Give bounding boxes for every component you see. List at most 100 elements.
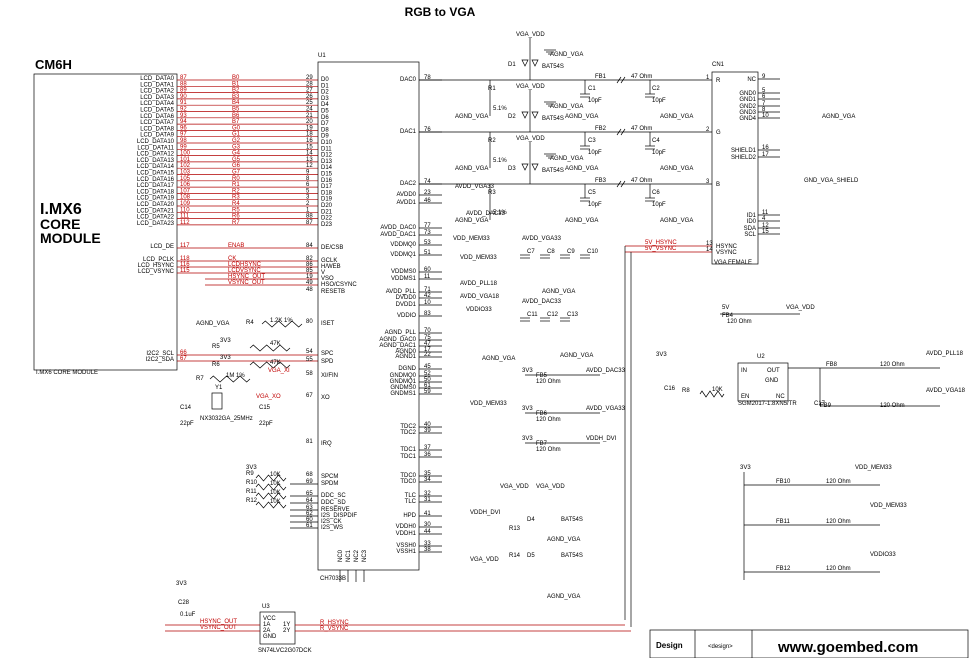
u1-pin-number: 26 bbox=[306, 94, 313, 100]
u1-pin-number: 27 bbox=[306, 88, 313, 94]
vga-ref: CN1 bbox=[712, 62, 725, 68]
u1-right-pin-label: DAC2 bbox=[400, 181, 417, 187]
diode-ref: D3 bbox=[508, 166, 516, 172]
u1-pin-label: D5 bbox=[321, 109, 329, 115]
r10k-ref: R11 bbox=[246, 489, 257, 495]
u1-pin-label: D6 bbox=[321, 115, 329, 121]
u1-pin-number: 58 bbox=[306, 371, 313, 377]
u1-right-pin-label: TDC1 bbox=[400, 447, 416, 453]
vga-left-pin-label: G bbox=[716, 130, 721, 136]
u1-right-pin-number: 70 bbox=[424, 328, 431, 334]
rail-label: 3V3 bbox=[220, 338, 231, 344]
u1-pin-number: 54 bbox=[306, 349, 313, 355]
u1-right-pin-number: 34 bbox=[424, 477, 431, 483]
u1-right-pin-label: TLC bbox=[405, 493, 417, 499]
diode-ref: D4 bbox=[527, 517, 535, 523]
rail-label: 3V3 bbox=[656, 352, 667, 358]
u1-pin-label: RESERVE bbox=[321, 507, 350, 513]
vga-right-pin-number: 5 bbox=[762, 88, 766, 94]
agnd-label: AGND_VGA bbox=[455, 166, 488, 172]
u1-right-pin-label: GNDMQ0 bbox=[390, 373, 417, 379]
r-vsync-net: R_VSYNC bbox=[320, 626, 349, 632]
u1-pin-number: 69 bbox=[306, 479, 313, 485]
module-pin-label: LCD_DATA16 bbox=[137, 177, 175, 183]
u1-right-pin-number: 74 bbox=[424, 179, 431, 185]
u1-pin-label: D17 bbox=[321, 184, 333, 190]
u1-right-pin-label: GNDMS1 bbox=[390, 391, 416, 397]
vsync-out-net: VSYNC_OUT bbox=[200, 625, 237, 631]
module-pin-number: 99 bbox=[180, 144, 187, 150]
crystal-symbol bbox=[211, 392, 223, 410]
u1-right-pin-label: HPD bbox=[403, 513, 416, 519]
u1-pin-number: 87 bbox=[306, 220, 313, 226]
vga-right-pin-number: 12 bbox=[762, 223, 769, 229]
y1-ref: Y1 bbox=[215, 385, 223, 391]
diode-part: BAT54S bbox=[542, 64, 564, 70]
module-pin-label: LCD_DATA14 bbox=[137, 164, 175, 170]
u1-pin-number: 21 bbox=[306, 113, 313, 119]
ferrite-ref: FB6 bbox=[536, 411, 548, 417]
u1-part: CH7033B bbox=[320, 576, 346, 582]
cap-value: 10pF bbox=[652, 150, 666, 156]
data-signal-label: R1 bbox=[232, 182, 240, 188]
u1-pin-label: I2S_DISPDIF bbox=[321, 513, 357, 519]
module-pin-label: LCD_DATA20 bbox=[137, 202, 175, 208]
vga-left-pin-number: 2 bbox=[706, 127, 710, 133]
rail-label: VGA_VDD bbox=[786, 305, 815, 311]
u1-pin-number: 81 bbox=[306, 439, 313, 445]
module-pin-label: LCD_DATA7 bbox=[140, 120, 174, 126]
ferrite-ref: FB5 bbox=[536, 373, 548, 379]
u1-pin-label: D20 bbox=[321, 203, 333, 209]
u1-pin-label: D4 bbox=[321, 102, 329, 108]
u2-pin: IN bbox=[741, 368, 747, 374]
agnd-label: AGND_VGA bbox=[822, 114, 855, 120]
vga-right-pin-number: 6 bbox=[762, 94, 766, 100]
ferrite-value: 47 Ohm bbox=[631, 74, 652, 80]
u3-pin: 2A bbox=[263, 628, 270, 634]
u1-right-pin-number: 46 bbox=[424, 198, 431, 204]
u1-right-pin-number: 78 bbox=[424, 75, 431, 81]
rail-label: 5V bbox=[722, 305, 729, 311]
i2c-pin-label: I2C2_SDA bbox=[146, 357, 174, 363]
r8-resistor bbox=[699, 390, 725, 398]
rail-label: 3V3 bbox=[176, 581, 187, 587]
u1-pin-label: ISET bbox=[321, 321, 335, 327]
u2-pin: EN bbox=[741, 394, 749, 400]
u1-right-pin-label: TDC0 bbox=[400, 473, 416, 479]
u1-pin-label: D11 bbox=[321, 146, 332, 152]
data-signal-label: R6 bbox=[232, 214, 240, 220]
module-pin-number: 98 bbox=[180, 138, 187, 144]
u1-pin-number: 28 bbox=[306, 81, 313, 87]
cap-ref: C2 bbox=[652, 86, 660, 92]
module-pin-number: 103 bbox=[180, 170, 191, 176]
r10k-ref: R9 bbox=[246, 471, 254, 477]
u1-right-pin-label: AVDD1 bbox=[396, 200, 416, 206]
u1-right-pin-number: 44 bbox=[424, 529, 431, 535]
u1-pin-number: 25 bbox=[306, 100, 313, 106]
u1-right-pin-number: 40 bbox=[424, 422, 431, 428]
ferrite-value: 47 Ohm bbox=[631, 178, 652, 184]
u1-right-pin-label: VDDMS0 bbox=[391, 269, 417, 275]
vga-left-pin-number: 3 bbox=[706, 179, 710, 185]
u1-pin-label: D23 bbox=[321, 222, 333, 228]
rail-label: AVDD_DAC33 bbox=[586, 368, 626, 374]
module-pin-label: LCD_DATA22 bbox=[137, 215, 175, 221]
u1-pin-label: SPC bbox=[321, 351, 334, 357]
u1-pin-label: D14 bbox=[321, 165, 333, 171]
ctrl-signal-label: CK bbox=[228, 256, 236, 262]
agnd-label: AGND_VGA bbox=[550, 156, 583, 162]
r10k-resistor bbox=[255, 501, 287, 509]
data-signal-label: R7 bbox=[232, 220, 240, 226]
u1-right-pin-label: DGND bbox=[398, 366, 416, 372]
ctrl-pin-number: 117 bbox=[180, 243, 190, 249]
u1-pin-number: 5 bbox=[306, 188, 310, 194]
u1-right-pin-number: 31 bbox=[424, 497, 431, 503]
module-pin-label: LCD_DATA13 bbox=[137, 158, 175, 164]
u1-pin-label: XI/FIN bbox=[321, 373, 338, 379]
u1-pin-label: D8 bbox=[321, 127, 329, 133]
module-pin-label: LCD_DATA6 bbox=[140, 114, 174, 120]
rail-label: VDD_MEM33 bbox=[470, 401, 507, 407]
